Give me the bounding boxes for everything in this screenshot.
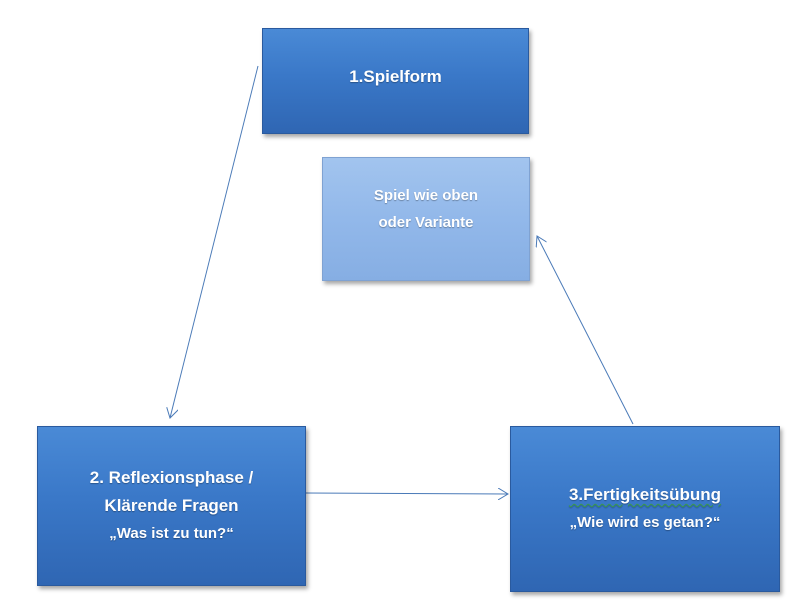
reflexion-line2: Klärende Fragen xyxy=(104,496,239,515)
box-variante: Spiel wie oben oder Variante xyxy=(322,157,530,281)
variante-line2: oder Variante xyxy=(378,214,474,231)
arrow-fertigkeit-to-variante xyxy=(537,236,634,425)
arrow-spielform-to-reflexion xyxy=(170,65,259,418)
reflexion-line1: 2. Reflexionsphase / xyxy=(89,468,254,487)
variante-line1: Spiel wie oben xyxy=(373,187,479,204)
fertigkeit-title: 3.Fertigkeitsübung xyxy=(568,485,722,504)
spielform-title: 1.Spielform xyxy=(349,67,442,86)
reflexion-question: „Was ist zu tun?“ xyxy=(109,525,234,542)
box-fertigkeit: 3.Fertigkeitsübung „Wie wird es getan?“ xyxy=(510,426,780,592)
fertigkeit-question: „Wie wird es getan?“ xyxy=(569,514,721,531)
box-reflexion: 2. Reflexionsphase / Klärende Fragen „Wa… xyxy=(37,426,306,586)
box-spielform: 1.Spielform xyxy=(262,28,529,134)
arrow-reflexion-to-fertigkeit xyxy=(304,493,508,494)
